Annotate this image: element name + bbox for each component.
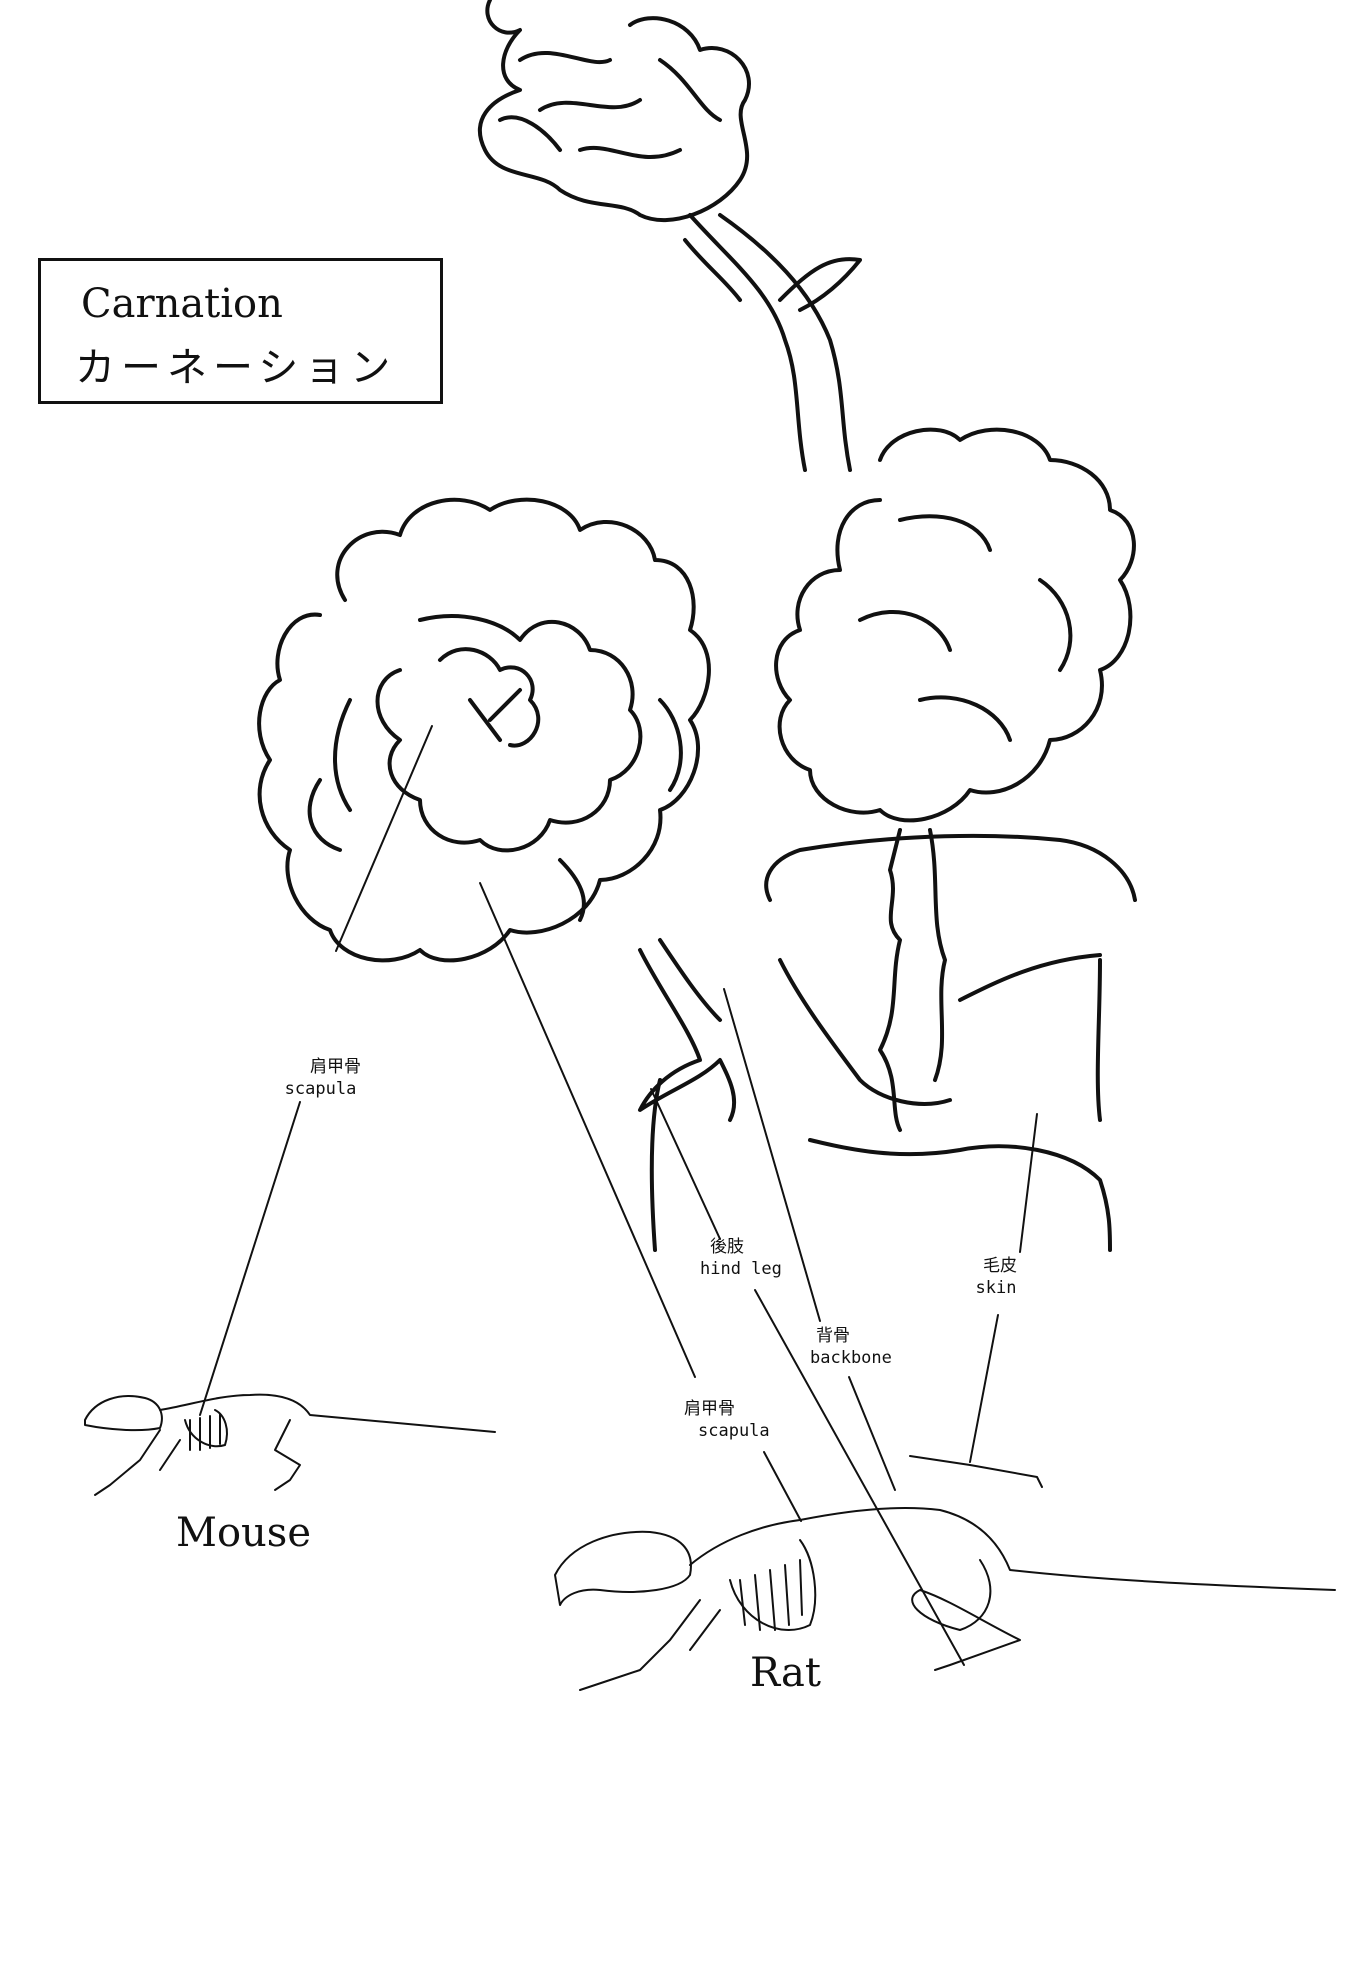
right-flower (774, 427, 1136, 823)
label-backbone: 背骨 backbone (810, 1325, 892, 1369)
skin-line (969, 1113, 1038, 1463)
label-en: skin (975, 1278, 1017, 1298)
rat-label: Rat (750, 1650, 821, 1696)
left-flower (257, 497, 711, 963)
mouse-scapula-line (199, 725, 433, 1416)
rat-scapula-line (479, 882, 802, 1522)
mouse-label: Mouse (176, 1510, 311, 1556)
label-rat-scapula: 肩甲骨 scapula (684, 1398, 770, 1442)
vase-and-leaves (638, 828, 1137, 1252)
backbone-line (723, 988, 896, 1491)
label-ja: 毛皮 (983, 1256, 1017, 1276)
mouse-skeleton (84, 1393, 496, 1496)
title-english: Carnation (81, 281, 283, 327)
label-skin: 毛皮 skin (975, 1255, 1017, 1299)
hind-leg-line (650, 1088, 965, 1666)
label-ja: 背骨 (816, 1326, 850, 1346)
label-ja: 肩甲骨 (310, 1057, 361, 1077)
title-japanese: カーネーション (75, 345, 397, 391)
title-box: Carnation カーネーション (38, 258, 443, 404)
label-en: scapula (284, 1079, 357, 1099)
skin-bracket (909, 1455, 1043, 1488)
label-hind-leg: 後肢 hind leg (700, 1236, 782, 1280)
top-flower (478, 0, 751, 223)
label-en: backbone (810, 1348, 892, 1368)
label-ja: 後肢 (710, 1237, 744, 1257)
label-en: hind leg (700, 1259, 782, 1279)
stem (683, 213, 862, 472)
label-mouse-scapula: 肩甲骨 scapula (280, 1056, 361, 1100)
label-ja: 肩甲骨 (684, 1399, 735, 1419)
leader-lines (199, 725, 1043, 1666)
label-en: scapula (698, 1421, 770, 1441)
rat-skeleton (554, 1507, 1336, 1691)
